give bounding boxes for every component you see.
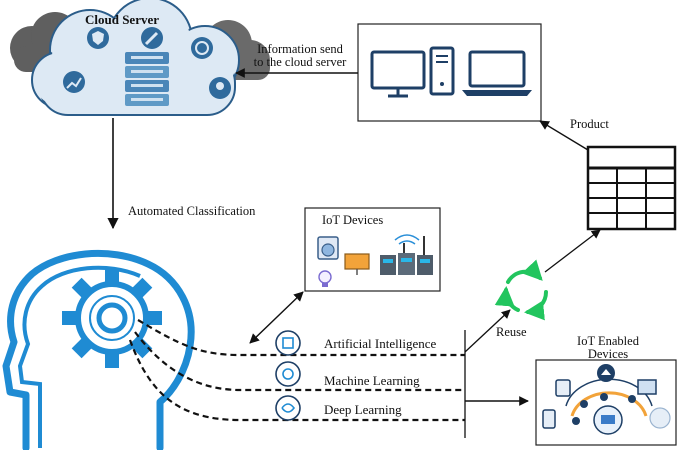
home-icon <box>597 364 615 382</box>
iot-enabled-devices-box <box>535 359 677 446</box>
label-reuse: Reuse <box>496 325 527 339</box>
technique-ml: Machine Learning <box>275 361 420 388</box>
label-product: Product <box>570 117 609 131</box>
label-automated-classification: Automated Classification <box>128 204 256 218</box>
brain-icon <box>191 37 213 59</box>
iot-devices-title: IoT Devices <box>322 213 383 227</box>
head-gear-icon <box>2 249 195 450</box>
reuse-cycle-icon <box>494 259 549 321</box>
monitor-icon <box>370 50 426 98</box>
desktop-tower-icon <box>429 46 455 96</box>
head-connections <box>128 319 465 422</box>
technique-label-ml: Machine Learning <box>324 373 420 388</box>
wifi-icon <box>394 234 420 245</box>
wrench-icon <box>141 27 163 49</box>
arrow-bracket-to-reuse <box>464 309 511 353</box>
location-pin-icon <box>209 77 231 99</box>
server-rack-icon <box>125 52 169 106</box>
arrow-reuse-to-product <box>544 229 601 273</box>
iot-gateway-icon <box>380 236 433 275</box>
fridge-icon <box>555 379 571 397</box>
arrow-ai-iot-devices <box>249 291 304 344</box>
iot-enabled-title-2: Devices <box>588 347 628 361</box>
product-table-icon <box>586 145 677 231</box>
phone-icon <box>542 409 556 429</box>
technique-label-ai: Artificial Intelligence <box>324 336 436 351</box>
technique-label-dl: Deep Learning <box>324 402 402 417</box>
washing-machine-icon <box>317 236 339 260</box>
factory-icon <box>637 379 657 395</box>
iot-enabled-title-1: IoT Enabled <box>577 334 640 348</box>
computers-box <box>357 23 542 122</box>
cloud-server: Cloud Server <box>10 0 270 116</box>
chart-growth-icon <box>63 71 85 93</box>
label-to-cloud-server: to the cloud server <box>254 55 348 69</box>
light-bulb-icon <box>318 270 332 287</box>
arrow-to-computers <box>539 120 589 151</box>
tv-icon <box>344 253 370 275</box>
ai-chip-head-icon <box>275 330 301 356</box>
laptop-icon <box>462 50 532 96</box>
gear-icon <box>62 268 162 368</box>
iot-devices-box: IoT Devices <box>304 207 441 292</box>
technique-ai: Artificial Intelligence <box>275 330 436 356</box>
technique-dl: Deep Learning <box>275 395 402 421</box>
ml-head-icon <box>275 361 301 387</box>
cloud-title: Cloud Server <box>85 12 159 27</box>
label-information-send: Information send <box>257 42 343 56</box>
dl-brain-icon <box>275 395 301 421</box>
shield-icon <box>87 27 109 49</box>
building-icon <box>649 407 671 429</box>
